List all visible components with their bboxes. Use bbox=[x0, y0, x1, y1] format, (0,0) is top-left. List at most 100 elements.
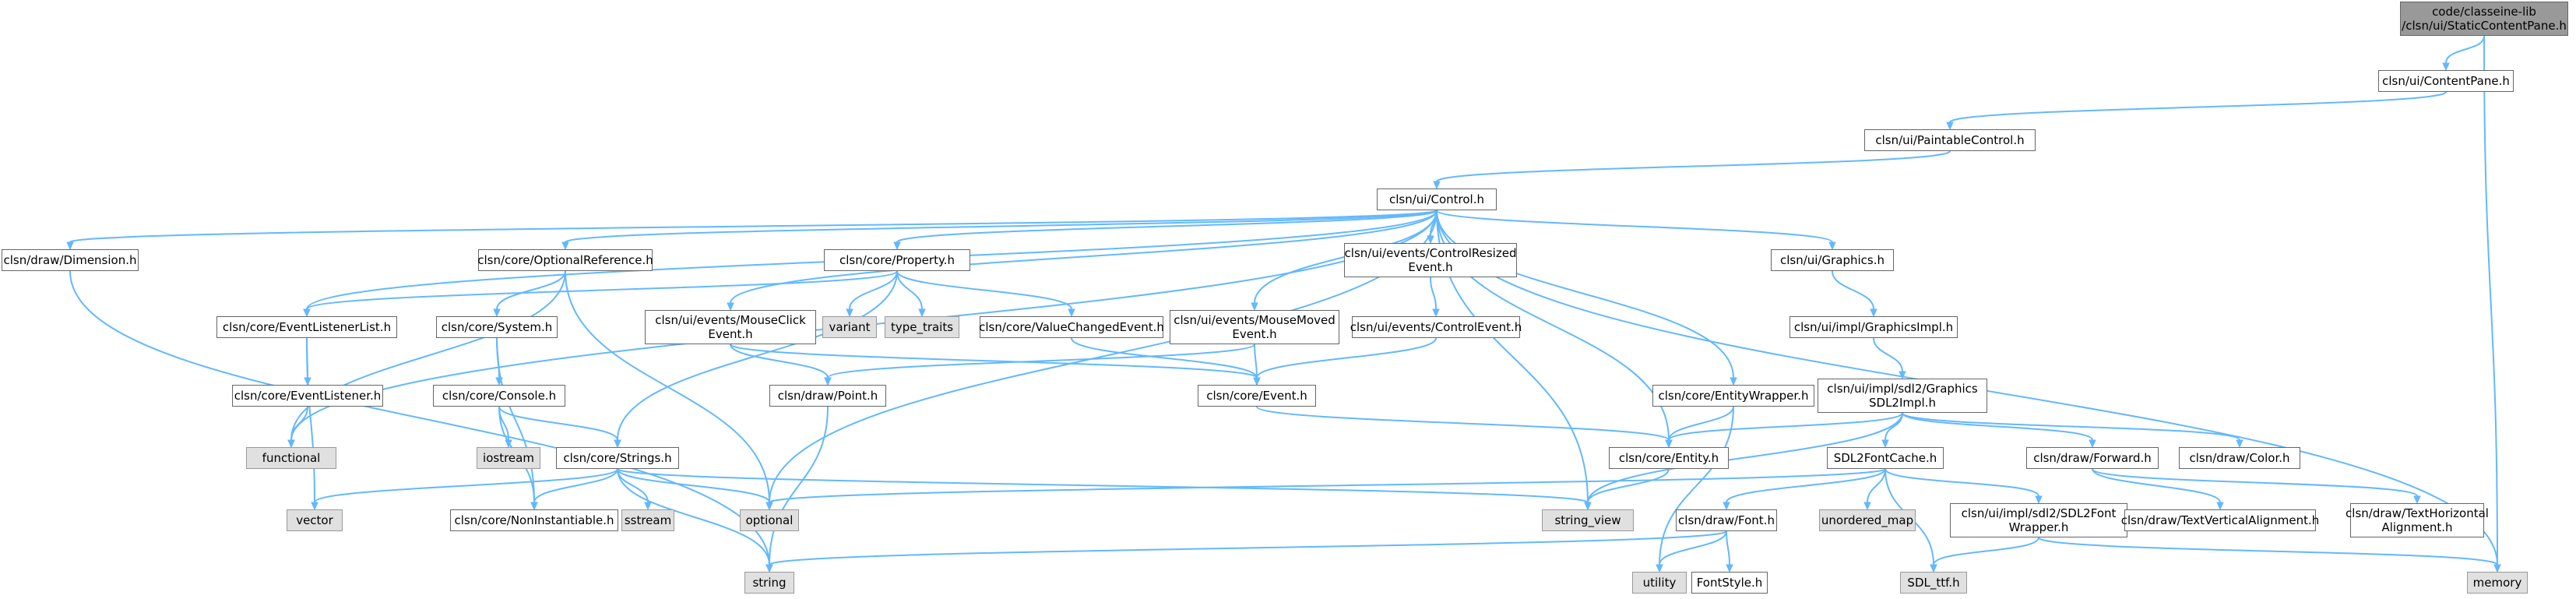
node-control[interactable]: clsn/ui/Control.h bbox=[1377, 189, 1497, 210]
node-texthalign[interactable]: clsn/draw/TextHorizontal Alignment.h bbox=[2345, 503, 2489, 537]
arrowhead-optref-to-system bbox=[493, 308, 501, 318]
node-string: string bbox=[744, 572, 794, 594]
arrowhead-property-to-valuechanged bbox=[1068, 308, 1075, 318]
arrowhead-fontwrapper-to-memory bbox=[2493, 564, 2501, 573]
edge-eventlistener-to-functional bbox=[290, 406, 308, 441]
arrowhead-control-to-entitywrapper bbox=[1730, 377, 1737, 386]
edge-graphicsimpl-to-sdl2graphicsimpl bbox=[1873, 337, 1903, 372]
arrowhead-sdl2graphicsimpl-to-entity bbox=[1665, 439, 1673, 449]
arrowhead-strings-to-vector bbox=[311, 502, 318, 511]
arrowhead-sdl2graphicsimpl-to-color bbox=[2236, 439, 2243, 449]
edge-font-to-fontstyle bbox=[1726, 530, 1730, 566]
arrowhead-entity-to-stringview bbox=[1584, 502, 1592, 511]
node-valuechanged[interactable]: clsn/core/ValueChangedEvent.h bbox=[979, 316, 1164, 338]
arrowhead-font-to-fontstyle bbox=[1726, 564, 1733, 573]
node-textvalign[interactable]: clsn/draw/TextVerticalAlignment.h bbox=[2121, 509, 2319, 531]
node-iostream: iostream bbox=[477, 447, 540, 469]
node-typetraits: type_traits bbox=[885, 316, 959, 338]
arrowhead-resizedevent-to-controlevent bbox=[1432, 308, 1440, 318]
edge-optref-to-functional bbox=[290, 270, 566, 441]
arrowhead-control-to-graphics bbox=[1828, 241, 1836, 251]
node-fontstyle[interactable]: FontStyle.h bbox=[1691, 572, 1768, 594]
edge-optref-to-system bbox=[496, 270, 566, 310]
edge-controlevent-to-event bbox=[1256, 337, 1437, 379]
node-variant: variant bbox=[822, 316, 877, 338]
node-listenerlist[interactable]: clsn/core/EventListenerList.h bbox=[216, 316, 397, 338]
node-entity[interactable]: clsn/core/Entity.h bbox=[1609, 447, 1729, 469]
edge-control-to-property bbox=[896, 210, 1438, 243]
node-graphicsimpl[interactable]: clsn/ui/impl/GraphicsImpl.h bbox=[1789, 316, 1958, 338]
arrowhead-graphicsimpl-to-sdl2graphicsimpl bbox=[1899, 371, 1906, 380]
node-system[interactable]: clsn/core/System.h bbox=[436, 316, 558, 338]
node-optional: optional bbox=[740, 509, 799, 531]
arrowhead-property-to-listenerlist bbox=[303, 308, 311, 318]
edge-fontwrapper-to-memory bbox=[2038, 537, 2498, 566]
node-memory: memory bbox=[2467, 572, 2528, 594]
arrowhead-property-to-typetraits bbox=[918, 308, 926, 318]
node-vector: vector bbox=[287, 509, 343, 531]
node-controlevent[interactable]: clsn/ui/events/ControlEvent.h bbox=[1350, 316, 1522, 338]
arrowhead-mousemoved-to-point bbox=[824, 377, 832, 386]
arrowhead-strings-to-noninst bbox=[530, 502, 538, 511]
edge-root-to-memory bbox=[2483, 35, 2498, 566]
node-mousemoved[interactable]: clsn/ui/events/MouseMoved Event.h bbox=[1170, 310, 1339, 344]
arrowhead-forward-to-texthalign bbox=[2413, 495, 2421, 505]
node-console[interactable]: clsn/core/Console.h bbox=[433, 385, 565, 407]
node-optref[interactable]: clsn/core/OptionalReference.h bbox=[477, 249, 653, 271]
node-graphics[interactable]: clsn/ui/Graphics.h bbox=[1771, 249, 1894, 271]
arrowhead-control-to-dimension bbox=[66, 241, 74, 251]
arrowhead-paintable-to-control bbox=[1433, 181, 1441, 190]
node-event[interactable]: clsn/core/Event.h bbox=[1198, 385, 1316, 407]
edge-system-to-noninst bbox=[496, 337, 535, 503]
edge-property-to-typetraits bbox=[896, 270, 923, 310]
node-sdl2graphicsimpl[interactable]: clsn/ui/impl/sdl2/Graphics SDL2Impl.h bbox=[1818, 379, 1987, 413]
node-utility: utility bbox=[1632, 572, 1687, 594]
edge-strings-to-optional bbox=[617, 468, 770, 503]
node-eventlistener[interactable]: clsn/core/EventListener.h bbox=[232, 385, 383, 407]
edge-graphics-to-graphicsimpl bbox=[1832, 270, 1874, 310]
edge-point-to-string bbox=[769, 406, 829, 566]
edge-resizedevent-to-controlevent bbox=[1430, 277, 1437, 310]
edge-property-to-listenerlist bbox=[306, 270, 898, 310]
node-paintable[interactable]: clsn/ui/PaintableControl.h bbox=[1864, 129, 2036, 151]
arrowhead-control-to-optref bbox=[561, 241, 569, 251]
node-property[interactable]: clsn/core/Property.h bbox=[824, 249, 970, 271]
arrowhead-font-to-string bbox=[765, 564, 773, 573]
node-sdlttf: SDL_ttf.h bbox=[1900, 572, 1967, 594]
node-entitywrapper[interactable]: clsn/core/EntityWrapper.h bbox=[1652, 385, 1814, 407]
node-fontwrapper[interactable]: clsn/ui/impl/sdl2/SDL2Font Wrapper.h bbox=[1950, 503, 2127, 537]
edge-sdl2graphicsimpl-to-entity bbox=[1668, 412, 1903, 441]
node-resizedevent[interactable]: clsn/ui/events/ControlResized Event.h bbox=[1344, 243, 1517, 277]
edge-control-to-dimension bbox=[69, 210, 1438, 243]
node-point[interactable]: clsn/draw/Point.h bbox=[769, 385, 886, 407]
node-color[interactable]: clsn/draw/Color.h bbox=[2179, 447, 2300, 469]
arrowhead-sdl2graphicsimpl-to-forward bbox=[2089, 439, 2096, 449]
edge-dimension-to-string bbox=[69, 270, 770, 566]
node-noninst[interactable]: clsn/core/NonInstantiable.h bbox=[450, 509, 618, 531]
edge-fontcache-to-font bbox=[1726, 468, 1886, 503]
arrowhead-strings-to-sstream bbox=[644, 502, 652, 511]
node-contentpane[interactable]: clsn/ui/ContentPane.h bbox=[2378, 70, 2514, 92]
edge-mouseclick-to-point bbox=[730, 344, 829, 379]
node-font[interactable]: clsn/draw/Font.h bbox=[1676, 509, 1777, 531]
node-unorderedmap: unordered_map bbox=[1819, 509, 1916, 531]
node-forward[interactable]: clsn/draw/Forward.h bbox=[2026, 447, 2159, 469]
arrowhead-root-to-contentpane bbox=[2442, 62, 2450, 72]
edge-fontwrapper-to-sdlttf bbox=[1933, 537, 2039, 566]
edge-forward-to-textvalign bbox=[2092, 468, 2221, 503]
edge-listenerlist-to-vector bbox=[306, 337, 315, 503]
edge-mousemoved-to-event bbox=[1254, 344, 1258, 379]
edge-console-to-strings bbox=[498, 406, 618, 441]
edge-property-to-variant bbox=[849, 270, 898, 310]
arrowhead-controlevent-to-event bbox=[1253, 377, 1261, 386]
node-strings[interactable]: clsn/core/Strings.h bbox=[556, 447, 679, 469]
node-mouseclick[interactable]: clsn/ui/events/MouseClick Event.h bbox=[645, 310, 816, 344]
edge-entitywrapper-to-entity bbox=[1668, 406, 1734, 441]
node-dimension[interactable]: clsn/draw/Dimension.h bbox=[2, 249, 139, 271]
edge-strings-to-string bbox=[617, 468, 770, 566]
edge-property-to-valuechanged bbox=[896, 270, 1072, 310]
edge-root-to-contentpane bbox=[2445, 35, 2485, 64]
arrowhead-sdl2graphicsimpl-to-fontcache bbox=[1881, 439, 1889, 449]
node-fontcache[interactable]: SDL2FontCache.h bbox=[1827, 447, 1944, 469]
